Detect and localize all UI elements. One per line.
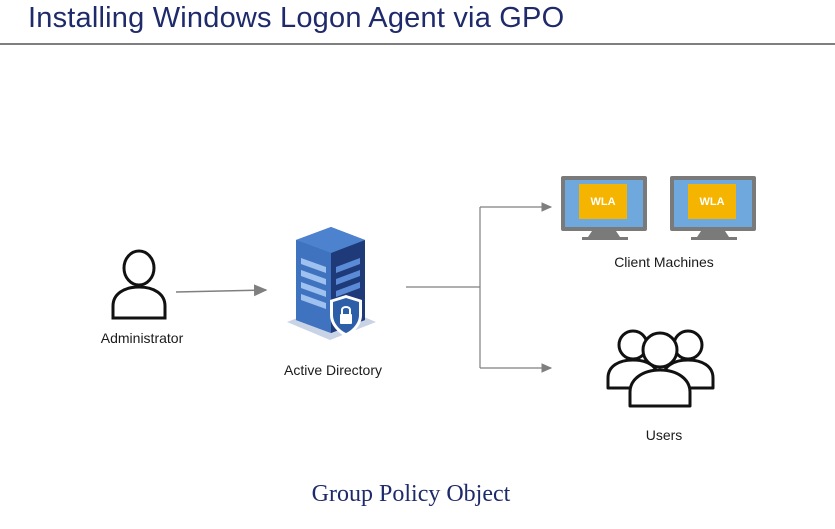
arrow-ad-branch	[406, 202, 553, 373]
page-title: Installing Windows Logon Agent via GPO	[28, 2, 565, 34]
monitor-icon	[561, 176, 647, 240]
client-machines-label: Client Machines	[614, 254, 714, 270]
users-label: Users	[645, 427, 683, 443]
active-directory-label: Active Directory	[283, 362, 383, 378]
users-group-icon	[606, 329, 715, 408]
footer-caption: Group Policy Object	[311, 481, 511, 507]
secure-server-icon	[287, 227, 376, 340]
arrow-admin-to-ad	[175, 284, 268, 297]
monitor-tag-1: WLA	[590, 196, 616, 208]
administrator-label: Administrator	[100, 330, 184, 346]
monitor-tag-2: WLA	[699, 196, 725, 208]
user-icon	[111, 249, 167, 320]
monitor-icon	[670, 176, 756, 240]
title-divider	[0, 43, 835, 45]
